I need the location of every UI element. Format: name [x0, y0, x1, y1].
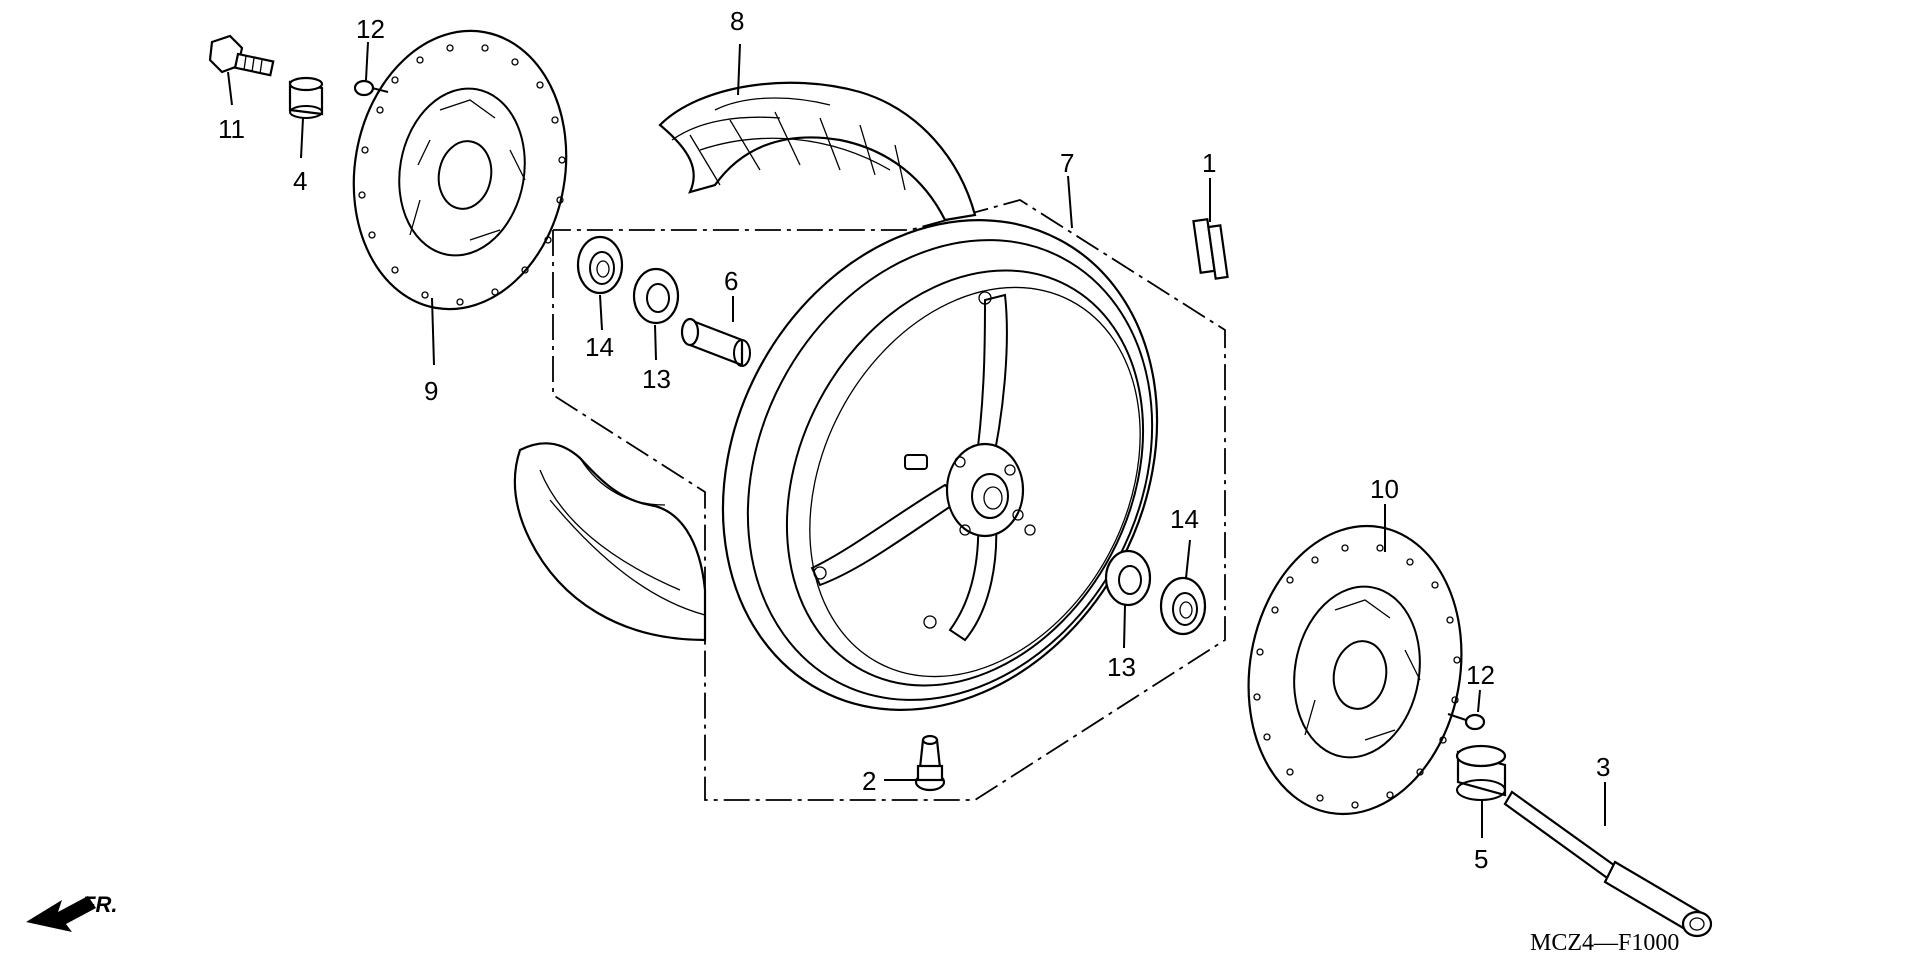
- disc-9-holes: [358, 44, 566, 306]
- callout-7: 7: [1060, 148, 1074, 178]
- part-2-valve-stem[interactable]: [914, 734, 946, 792]
- part-12-screw-right[interactable]: [1447, 713, 1486, 731]
- front-direction-indicator: FR.: [26, 892, 117, 932]
- part-12-screw-left[interactable]: [353, 79, 389, 97]
- callout-8: 8: [730, 6, 744, 36]
- disc-10-holes: [1253, 544, 1461, 809]
- front-arrow-icon: [26, 896, 96, 932]
- callout-14-left: 14: [585, 332, 614, 362]
- callout-12-left: 12: [356, 14, 385, 44]
- callout-1: 1: [1202, 148, 1216, 178]
- callout-13-left: 13: [642, 364, 671, 394]
- part-10-brake-disc-right[interactable]: [1226, 509, 1483, 831]
- callout-4: 4: [293, 166, 307, 196]
- callout-2: 2: [862, 766, 876, 796]
- callout-11: 11: [218, 114, 245, 144]
- part-6-distance-collar[interactable]: [680, 317, 751, 367]
- part-7-wheel-rim[interactable]: [639, 144, 1240, 787]
- callout-3: 3: [1596, 752, 1610, 782]
- part-3-axle[interactable]: [1503, 790, 1713, 938]
- part-14-dust-seal-left[interactable]: [576, 235, 624, 295]
- part-5-collar-right[interactable]: [1455, 744, 1507, 801]
- direction-label: FR.: [82, 892, 117, 917]
- part-14-dust-seal-right[interactable]: [1159, 576, 1207, 636]
- diagram-code: MCZ4—F1000: [1530, 930, 1679, 956]
- part-1-balance-weight[interactable]: [1192, 218, 1229, 280]
- part-13-bearing-left[interactable]: [632, 267, 680, 325]
- callout-12-right: 12: [1466, 660, 1495, 690]
- callout-10: 10: [1370, 474, 1399, 504]
- leader-lines: [227, 41, 1606, 838]
- callout-6: 6: [724, 266, 738, 296]
- callout-5: 5: [1474, 844, 1488, 874]
- part-11-bolt[interactable]: [208, 34, 275, 77]
- assembly-outline: [552, 199, 1226, 801]
- callout-9: 9: [424, 376, 438, 406]
- part-4-collar-left[interactable]: [288, 76, 324, 119]
- callout-14-right: 14: [1170, 504, 1199, 534]
- part-8-tire[interactable]: [513, 81, 977, 642]
- part-9-brake-disc-left[interactable]: [332, 14, 587, 326]
- callout-labels: 11 4 12 9 8 7 1 14 13 6 10 14 13 12 5 3 …: [218, 6, 1610, 874]
- part-13-bearing-right[interactable]: [1104, 549, 1152, 607]
- callout-13-right: 13: [1107, 652, 1136, 682]
